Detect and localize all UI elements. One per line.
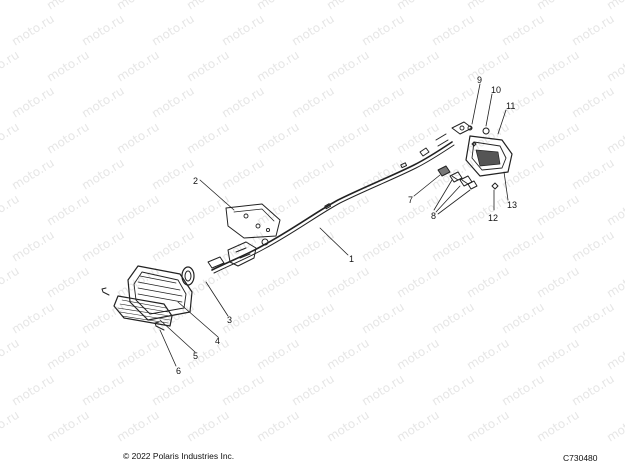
fasteners — [471, 141, 499, 190]
cable-harness — [211, 133, 455, 274]
screws — [101, 287, 165, 331]
callout-8: 8 — [431, 211, 436, 221]
module-bracket — [451, 121, 490, 135]
harness-connector — [207, 238, 269, 269]
connector-plugs — [437, 165, 478, 190]
callout-10: 10 — [491, 85, 501, 95]
callout-13: 13 — [507, 200, 517, 210]
callout-7: 7 — [408, 195, 413, 205]
grommet — [181, 266, 195, 286]
callout-4: 4 — [215, 336, 220, 346]
lens-grille — [113, 295, 173, 327]
callout-6: 6 — [176, 366, 181, 376]
callouts: 1 2 3 4 5 6 7 8 9 10 11 12 13 — [176, 75, 517, 376]
leader-lines — [159, 83, 509, 367]
copyright-notice: © 2022 Polaris Industries Inc. — [123, 451, 235, 461]
callout-2: 2 — [193, 176, 198, 186]
callout-11: 11 — [506, 101, 515, 111]
callout-3: 3 — [227, 315, 232, 325]
callout-1: 1 — [349, 254, 354, 264]
callout-9: 9 — [477, 75, 482, 85]
mounting-bracket — [225, 203, 281, 239]
callout-5: 5 — [193, 351, 198, 361]
callout-12: 12 — [488, 213, 498, 223]
figure-id: C730480 — [563, 453, 598, 463]
control-module — [465, 135, 513, 177]
